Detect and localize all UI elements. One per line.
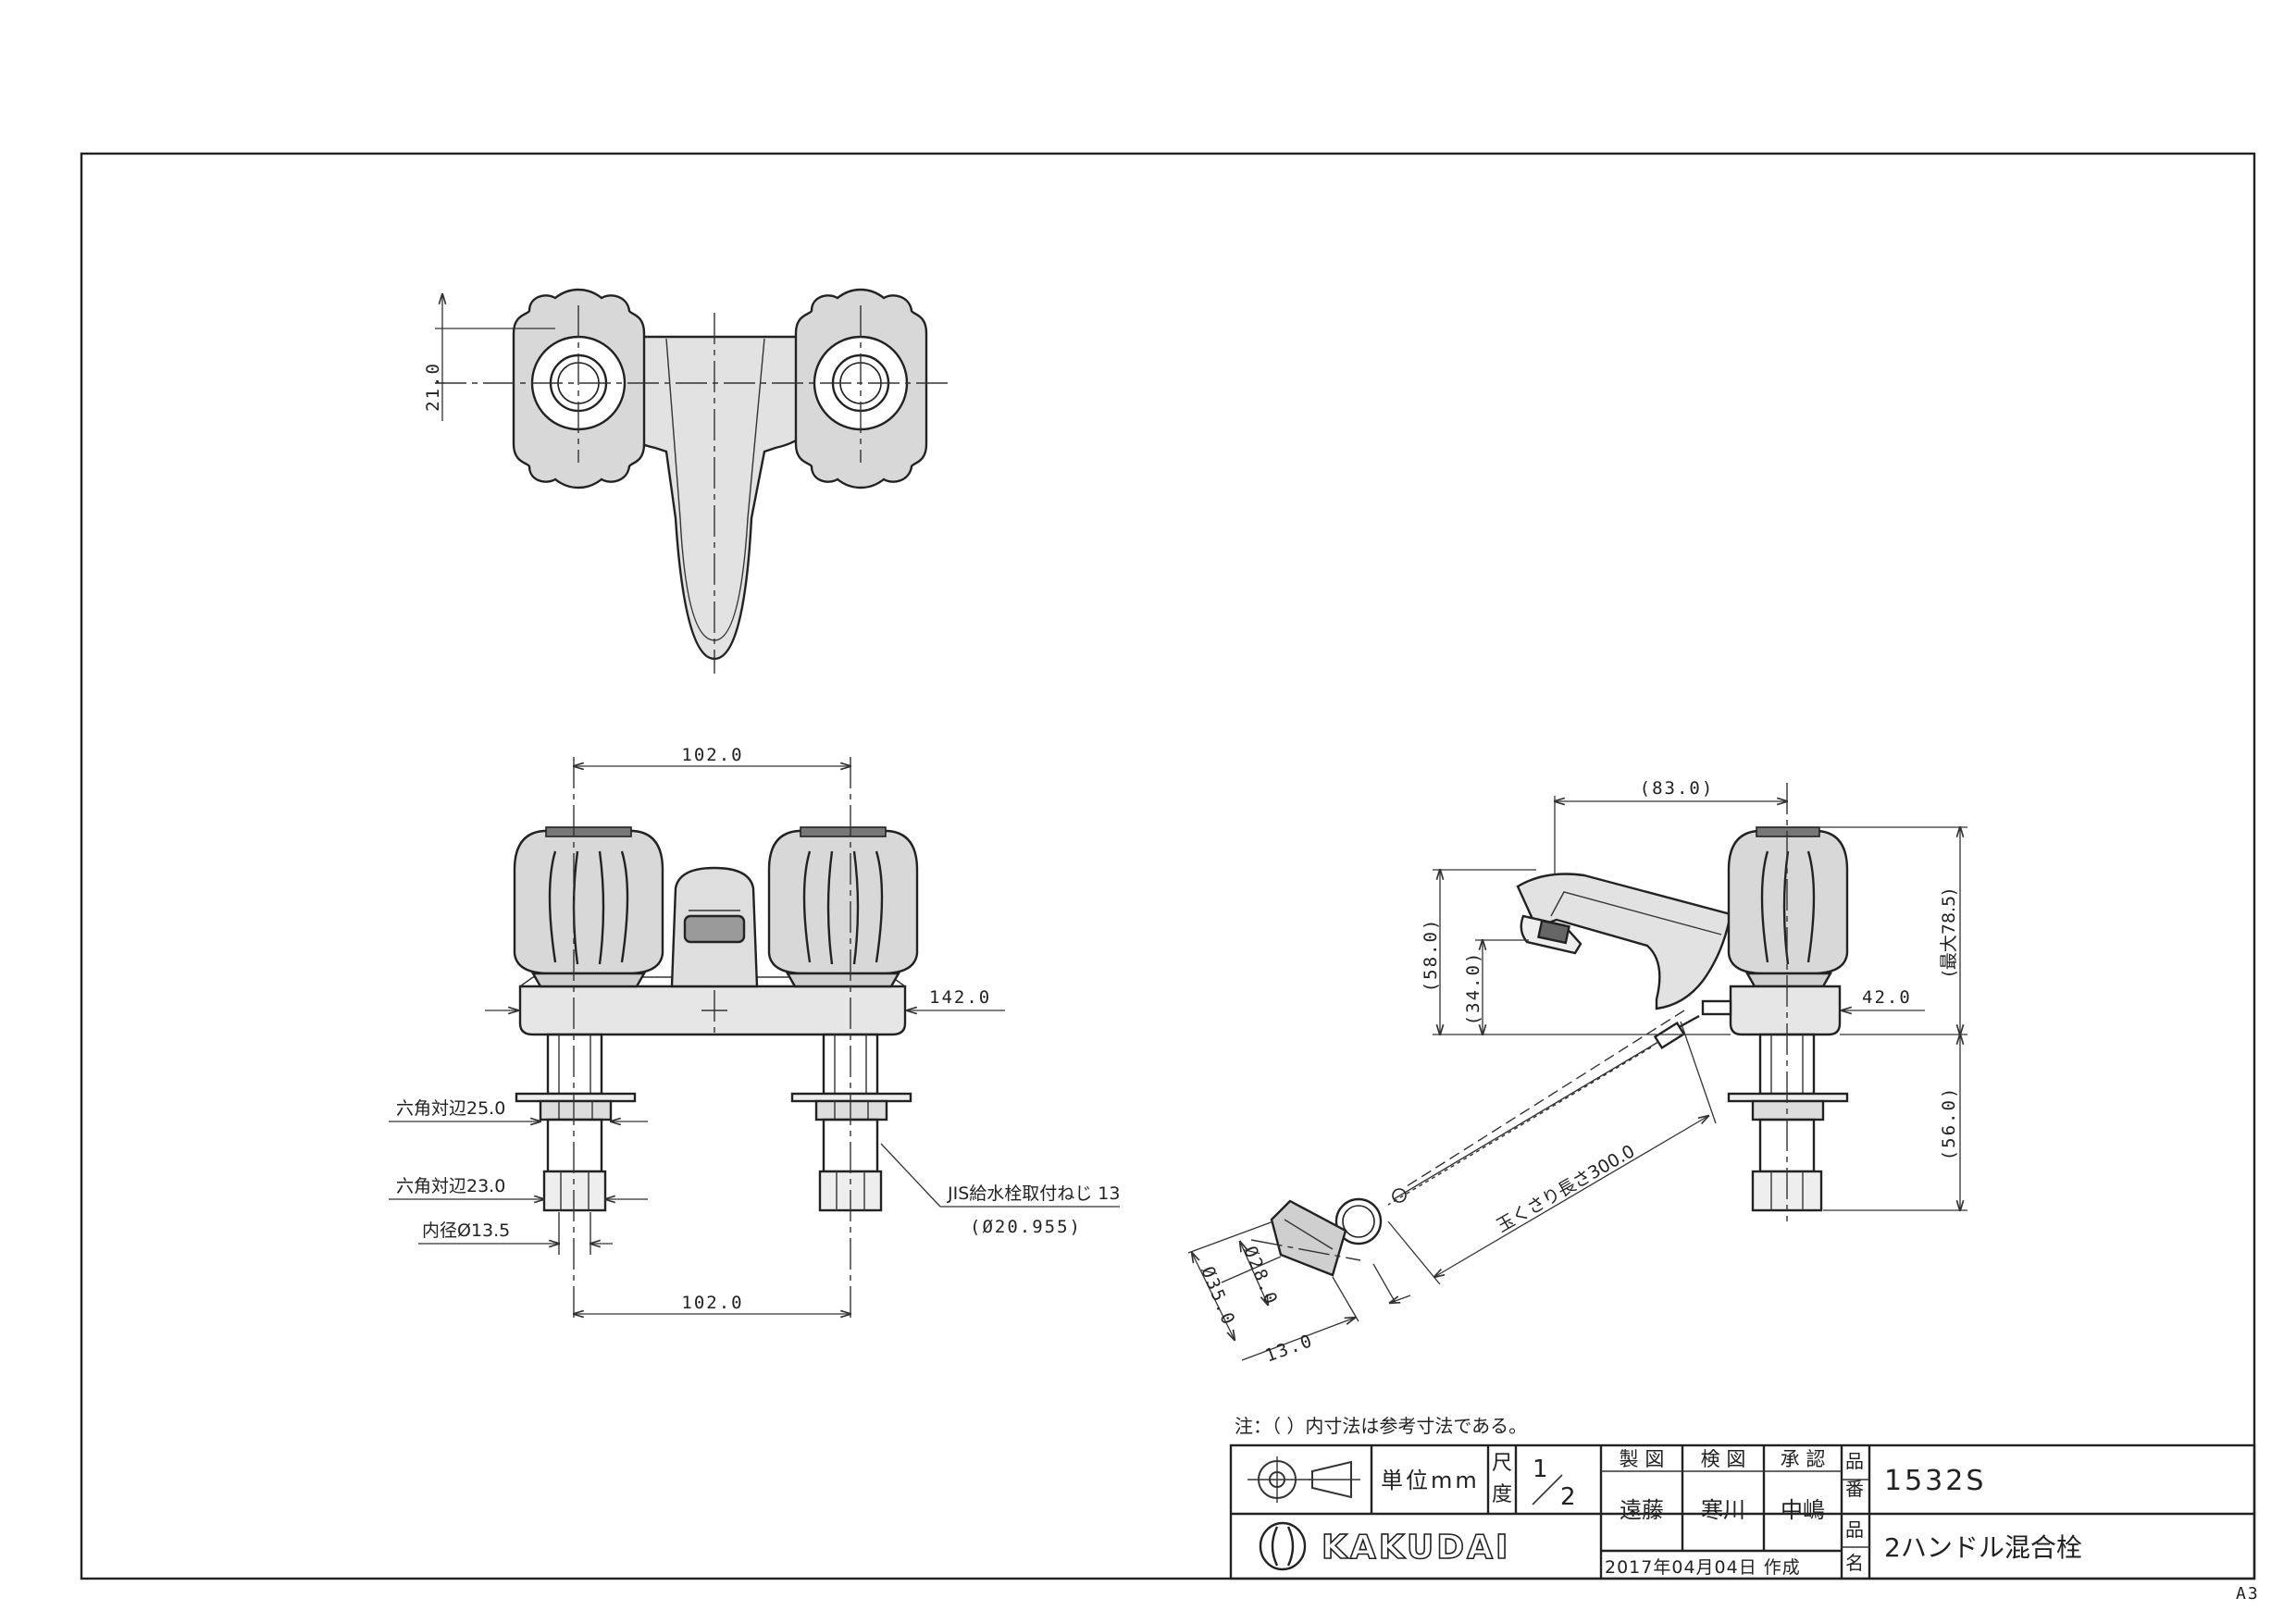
- scale-label-1: 尺: [1492, 1452, 1512, 1475]
- dim-jis-thread: JIS給水栓取付ねじ 13: [947, 1183, 1120, 1204]
- dim-chain-length: 玉くさり長さ300.0: [1494, 1141, 1639, 1236]
- dim-inner-diameter: 内径Ø13.5: [422, 1220, 510, 1241]
- dim-spacing-bottom: 102.0: [681, 1293, 743, 1313]
- product-name: 2ハンドル混合栓: [1884, 1532, 2082, 1563]
- name-label-1: 品: [1845, 1518, 1864, 1541]
- scale-numerator: 1: [1533, 1456, 1548, 1483]
- dim-side-base: 42.0: [1862, 987, 1912, 1008]
- part-no-label-2: 番: [1845, 1478, 1864, 1500]
- dim-jis-thread-dia: (Ø20.955): [970, 1217, 1082, 1237]
- dim-hex-nut-lower: 六角対辺23.0: [396, 1176, 505, 1196]
- checked-by: 寒川: [1701, 1497, 1745, 1523]
- dim-top-handle-offset: 21.0: [423, 362, 443, 412]
- title-block: 単位mm 尺 度 1 2 製 図 検 図 承 認 遠藤 寒川 中嶋 品 番 15…: [1229, 1443, 2256, 1580]
- kakudai-logo: KAKUDAI: [1259, 1521, 1510, 1571]
- scale-denominator: 2: [1560, 1483, 1576, 1511]
- projection-symbol-icon: [1247, 1456, 1360, 1503]
- reference-note: 注：（ ）内寸法は参考寸法である。: [1235, 1415, 1527, 1437]
- dim-plug-dia-small: Ø28.0: [1239, 1244, 1282, 1309]
- dim-spacing-top: 102.0: [681, 745, 743, 765]
- dim-plug-height: 13.0: [1262, 1331, 1316, 1367]
- dim-max-height: (最大78.5): [1939, 888, 1959, 976]
- part-number: 1532S: [1884, 1465, 1986, 1497]
- dim-base-width: 142.0: [929, 987, 991, 1008]
- unit-label: 単位mm: [1381, 1468, 1480, 1493]
- front-view: 102.0 102.0 142.0 六角対辺25.0 六角対辺23.0 内径Ø1…: [389, 745, 1120, 1323]
- sheet-size: A3: [2236, 1584, 2260, 1604]
- side-view: (83.0) (58.0) (34.0) (最大78.5) (56.0) 42.…: [1187, 778, 1967, 1367]
- dim-hex-nut-upper: 六角対辺25.0: [396, 1098, 505, 1119]
- approved-label: 承 認: [1781, 1448, 1826, 1470]
- checked-label: 検 図: [1701, 1448, 1746, 1470]
- part-no-label-1: 品: [1845, 1450, 1864, 1472]
- dim-spout-height-total: (58.0): [1421, 918, 1441, 993]
- drawn-label: 製 図: [1620, 1448, 1665, 1470]
- dim-plug-dia-large: Ø35.0: [1197, 1264, 1239, 1330]
- svg-text:KAKUDAI: KAKUDAI: [1322, 1529, 1510, 1567]
- creation-date: 2017年04月04日 作成: [1605, 1557, 1801, 1578]
- sheet-border: [80, 152, 2256, 1580]
- drawn-by: 遠藤: [1620, 1497, 1664, 1523]
- scale-label-2: 度: [1492, 1483, 1512, 1506]
- name-label-2: 名: [1845, 1552, 1864, 1574]
- dim-spout-reach: (83.0): [1640, 778, 1715, 799]
- top-view: 21.0: [423, 288, 953, 674]
- approved-by: 中嶋: [1781, 1497, 1825, 1523]
- dim-spout-height-outlet: (34.0): [1463, 951, 1483, 1026]
- dim-shank-length: (56.0): [1939, 1086, 1959, 1161]
